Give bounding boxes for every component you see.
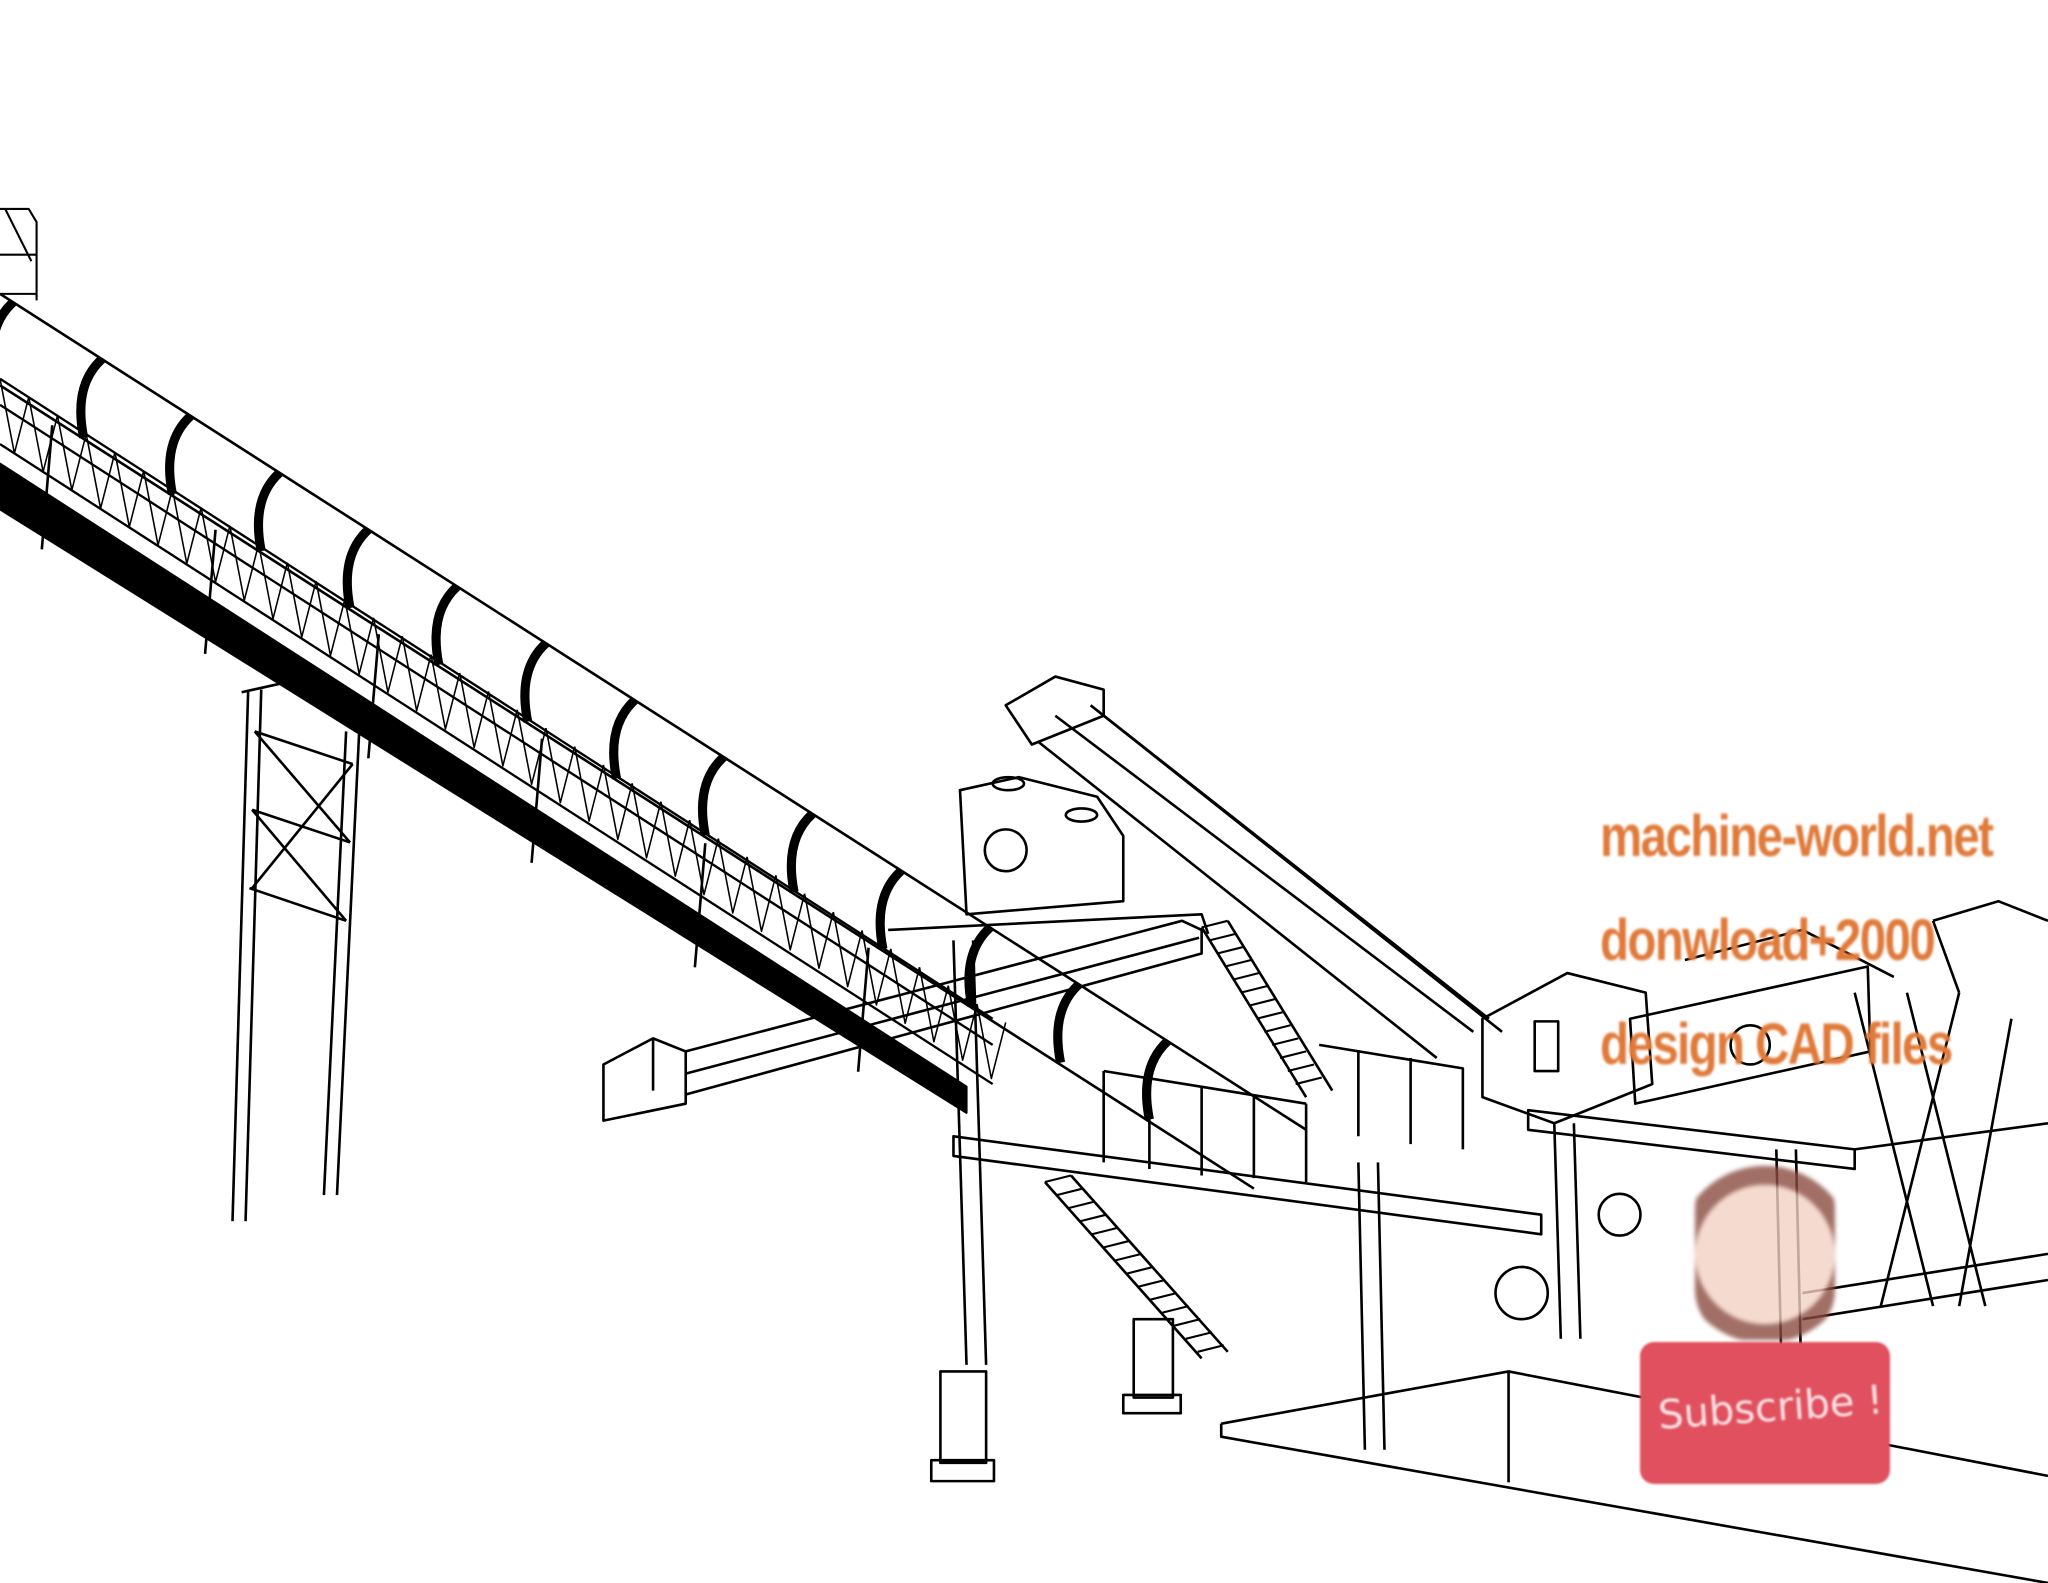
main-conveyor-cover (0, 292, 1307, 1190)
handrail-post (530, 738, 544, 863)
cover-ring (964, 924, 994, 1007)
stair-tread (1056, 1187, 1084, 1197)
truss-web (660, 801, 691, 878)
stair-tread (1138, 1278, 1166, 1288)
truss-web (344, 599, 375, 675)
stair-tread (1271, 1037, 1299, 1046)
main-conveyor-belt (0, 462, 968, 1114)
stair-tread (1209, 932, 1236, 942)
truss-web (401, 636, 432, 712)
truss-web (545, 728, 576, 804)
side-conveyor (602, 912, 1210, 1122)
watermark-site: machine-world.net (1600, 804, 1994, 869)
platform-structure (952, 940, 2048, 1450)
stair-tread (1240, 985, 1268, 994)
access-stairs (1043, 919, 1334, 1360)
truss-web (487, 691, 518, 767)
cover-ring (342, 526, 372, 609)
stair-tread (1185, 1331, 1213, 1340)
truss-web (458, 672, 490, 749)
truss-web (602, 764, 633, 841)
stair-tread (1264, 1024, 1291, 1033)
truss-web (114, 452, 145, 528)
watermark-design: design CAD files (1600, 1012, 1953, 1077)
truss-web (947, 985, 978, 1061)
truss-web (315, 580, 346, 657)
truss-web (27, 397, 59, 473)
cover-ring (165, 412, 194, 496)
main-conveyor-truss (0, 377, 1007, 1086)
truss-web (200, 507, 231, 583)
cover-ring (520, 639, 550, 723)
cover-ring (0, 298, 17, 332)
stair-tread (1162, 1305, 1189, 1314)
handrail-post (367, 634, 381, 759)
truss-web (746, 856, 777, 933)
stair-tread (1091, 1226, 1119, 1236)
handrail-post (693, 843, 707, 968)
cover-outline (0, 292, 1307, 1190)
stair-tread (1115, 1252, 1142, 1262)
stair-tread (1126, 1265, 1154, 1275)
cover-ring (697, 753, 727, 837)
truss-web (257, 544, 289, 620)
stair-tread (1248, 998, 1276, 1007)
truss-web (832, 911, 863, 988)
top-scaffold (0, 207, 38, 301)
truss-web (688, 819, 720, 896)
stair-tread (1232, 972, 1260, 981)
truss-web (171, 488, 202, 565)
crusher-unit (958, 775, 1654, 1125)
stair-tread (1044, 1174, 1072, 1184)
handrail-post (203, 529, 217, 654)
cover-ring (786, 810, 816, 894)
stair-tread (1256, 1011, 1283, 1020)
stair-tread (1197, 1344, 1225, 1353)
cover-ring (431, 583, 461, 666)
stair-tread (1279, 1050, 1307, 1059)
truss-web (717, 838, 748, 914)
cover-ring (1053, 980, 1083, 1064)
truss-web (229, 525, 260, 602)
truss-web (85, 433, 116, 510)
truss-web (803, 893, 835, 969)
steep-conveyor (1004, 675, 1503, 1059)
stair-tread (1217, 945, 1244, 955)
stair-tread (1224, 958, 1252, 968)
stair-tread (1287, 1063, 1315, 1073)
stair-tread (1295, 1076, 1323, 1086)
cover-ring (1142, 1037, 1171, 1121)
truss-web (0, 378, 30, 455)
stair-tread (1068, 1200, 1095, 1210)
stair-tread (1173, 1318, 1201, 1327)
truss-web (976, 1003, 1007, 1080)
truss-web (775, 875, 806, 951)
cover-ring (76, 355, 106, 439)
truss-web (890, 948, 921, 1025)
truss-web (56, 415, 87, 491)
handrail-post (40, 425, 54, 550)
truss-web (142, 470, 174, 547)
truss-web (631, 783, 662, 859)
cover-ring (875, 867, 905, 950)
truss-web (286, 562, 317, 638)
cover-ring (253, 469, 283, 553)
subscribe-label: Subscribe ! (1656, 1377, 1885, 1439)
conveyor-support-tower (231, 677, 373, 1222)
truss-web (573, 746, 605, 822)
stair-tread (1201, 919, 1229, 929)
stair-tread (1103, 1239, 1131, 1249)
subscribe-badge[interactable]: Subscribe ! (1640, 1342, 1890, 1484)
stair-tread (1150, 1292, 1178, 1301)
watermark-download: donwload+2000 (1600, 908, 1936, 973)
handrail-post (856, 947, 870, 1072)
mascot-watermark (1695, 1150, 1835, 1340)
cover-ring (609, 696, 638, 780)
stair-stringer (1043, 920, 1334, 1360)
stair-tread (1079, 1213, 1107, 1223)
truss-web (430, 654, 461, 730)
